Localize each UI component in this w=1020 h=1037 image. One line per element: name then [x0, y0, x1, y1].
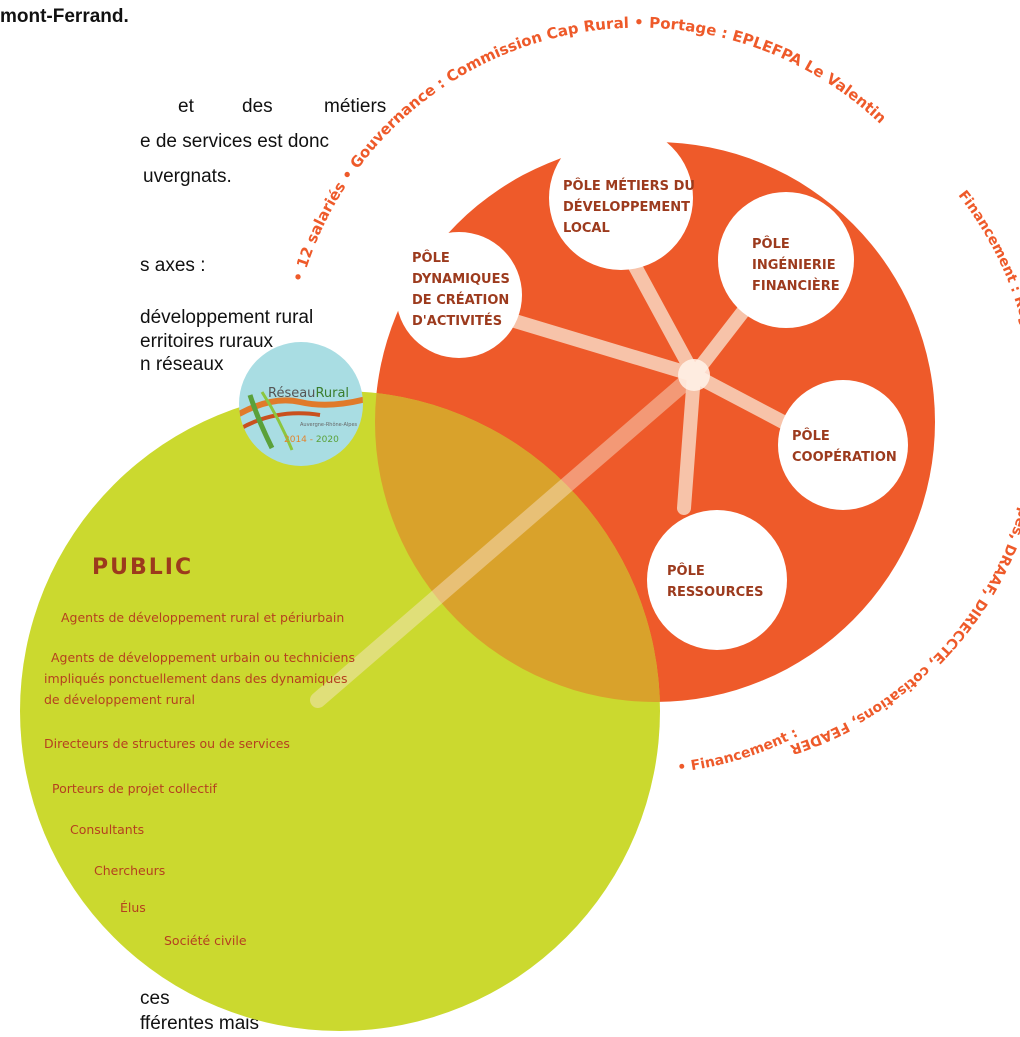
pole-cooperation-l1: PÔLE — [792, 428, 830, 444]
doc-text-line-4: uvergnats. — [143, 166, 232, 187]
pole-ingenierie-l3: FINANCIÈRE — [752, 278, 840, 294]
logo-year-a: 2014 — [284, 435, 307, 445]
doc-text-line-7: erritoires ruraux — [140, 331, 274, 352]
pole-ressources-l1: PÔLE — [667, 563, 705, 579]
ring-label-bottom: • Financement : — [677, 725, 801, 776]
public-item-7: Élus — [120, 900, 146, 915]
svg-text:RéseauRural: RéseauRural — [268, 386, 349, 401]
pole-ingenierie-circle — [718, 192, 854, 328]
pole-ressources-circle — [647, 510, 787, 650]
doc-text-line-5: s axes : — [140, 255, 206, 276]
doc-text-line-2a: et — [178, 96, 194, 117]
doc-text-line-2b: des — [242, 96, 273, 117]
public-list: Agents de développement rural et périurb… — [44, 610, 355, 948]
doc-text-line-10: fférentes mais — [140, 1013, 259, 1034]
pole-ingenierie-l1: PÔLE — [752, 236, 790, 252]
pole-labels: PÔLE MÉTIERS DU DÉVELOPPEMENT LOCAL PÔLE… — [412, 178, 897, 600]
pole-metiers-l3: LOCAL — [563, 221, 610, 236]
reseau-rural-logo: RéseauRural Auvergne-Rhône-Alpes 2014 - … — [239, 342, 363, 466]
pole-metiers-l1: PÔLE MÉTIERS DU — [563, 178, 695, 194]
svg-text:2014 - 2020: 2014 - 2020 — [284, 435, 339, 445]
public-item-1: Agents de développement rural et périurb… — [61, 610, 344, 625]
doc-text-line-3: e de services est donc — [140, 131, 330, 152]
public-item-8: Société civile — [164, 933, 247, 948]
public-item-2c: de développement rural — [44, 692, 195, 707]
pole-dynamiques-l3: DE CRÉATION — [412, 292, 509, 308]
public-item-4: Porteurs de projet collectif — [52, 781, 218, 796]
pole-dynamiques-l1: PÔLE — [412, 250, 450, 266]
pole-dynamiques-l4: D'ACTIVITÉS — [412, 313, 502, 329]
doc-text-line-1: mont-Ferrand. — [0, 6, 129, 27]
logo-name-a: Réseau — [268, 386, 315, 401]
public-item-2b: impliqués ponctuellement dans des dynami… — [44, 671, 348, 686]
pole-ressources-l2: RESSOURCES — [667, 585, 763, 600]
pole-dynamiques-circle — [396, 232, 522, 358]
pole-ingenierie-l2: INGÉNIERIE — [752, 257, 836, 273]
public-title: PUBLIC — [92, 555, 193, 580]
public-item-5: Consultants — [70, 822, 144, 837]
doc-text-line-8: n réseaux — [140, 354, 224, 375]
public-item-6: Chercheurs — [94, 863, 165, 878]
doc-text-line-6: développement rural — [140, 307, 314, 328]
public-item-2a: Agents de développement urbain ou techni… — [51, 650, 355, 665]
hub-glow — [678, 359, 710, 391]
logo-year-b: 2020 — [316, 435, 339, 445]
pole-metiers-l2: DÉVELOPPEMENT — [563, 199, 690, 215]
logo-sub: Auvergne-Rhône-Alpes — [300, 421, 358, 428]
doc-text-line-2c: métiers — [324, 96, 387, 117]
pole-dynamiques-l2: DYNAMIQUES — [412, 272, 510, 287]
logo-name-b: Rural — [315, 386, 349, 401]
logo-year-sep: - — [307, 435, 316, 445]
public-item-3: Directeurs de structures ou de services — [44, 736, 290, 751]
pole-cooperation-circle — [778, 380, 908, 510]
pole-metiers-circle — [549, 126, 693, 270]
doc-text-line-9: ces — [140, 988, 170, 1009]
pole-cooperation-l2: COOPÉRATION — [792, 449, 897, 465]
